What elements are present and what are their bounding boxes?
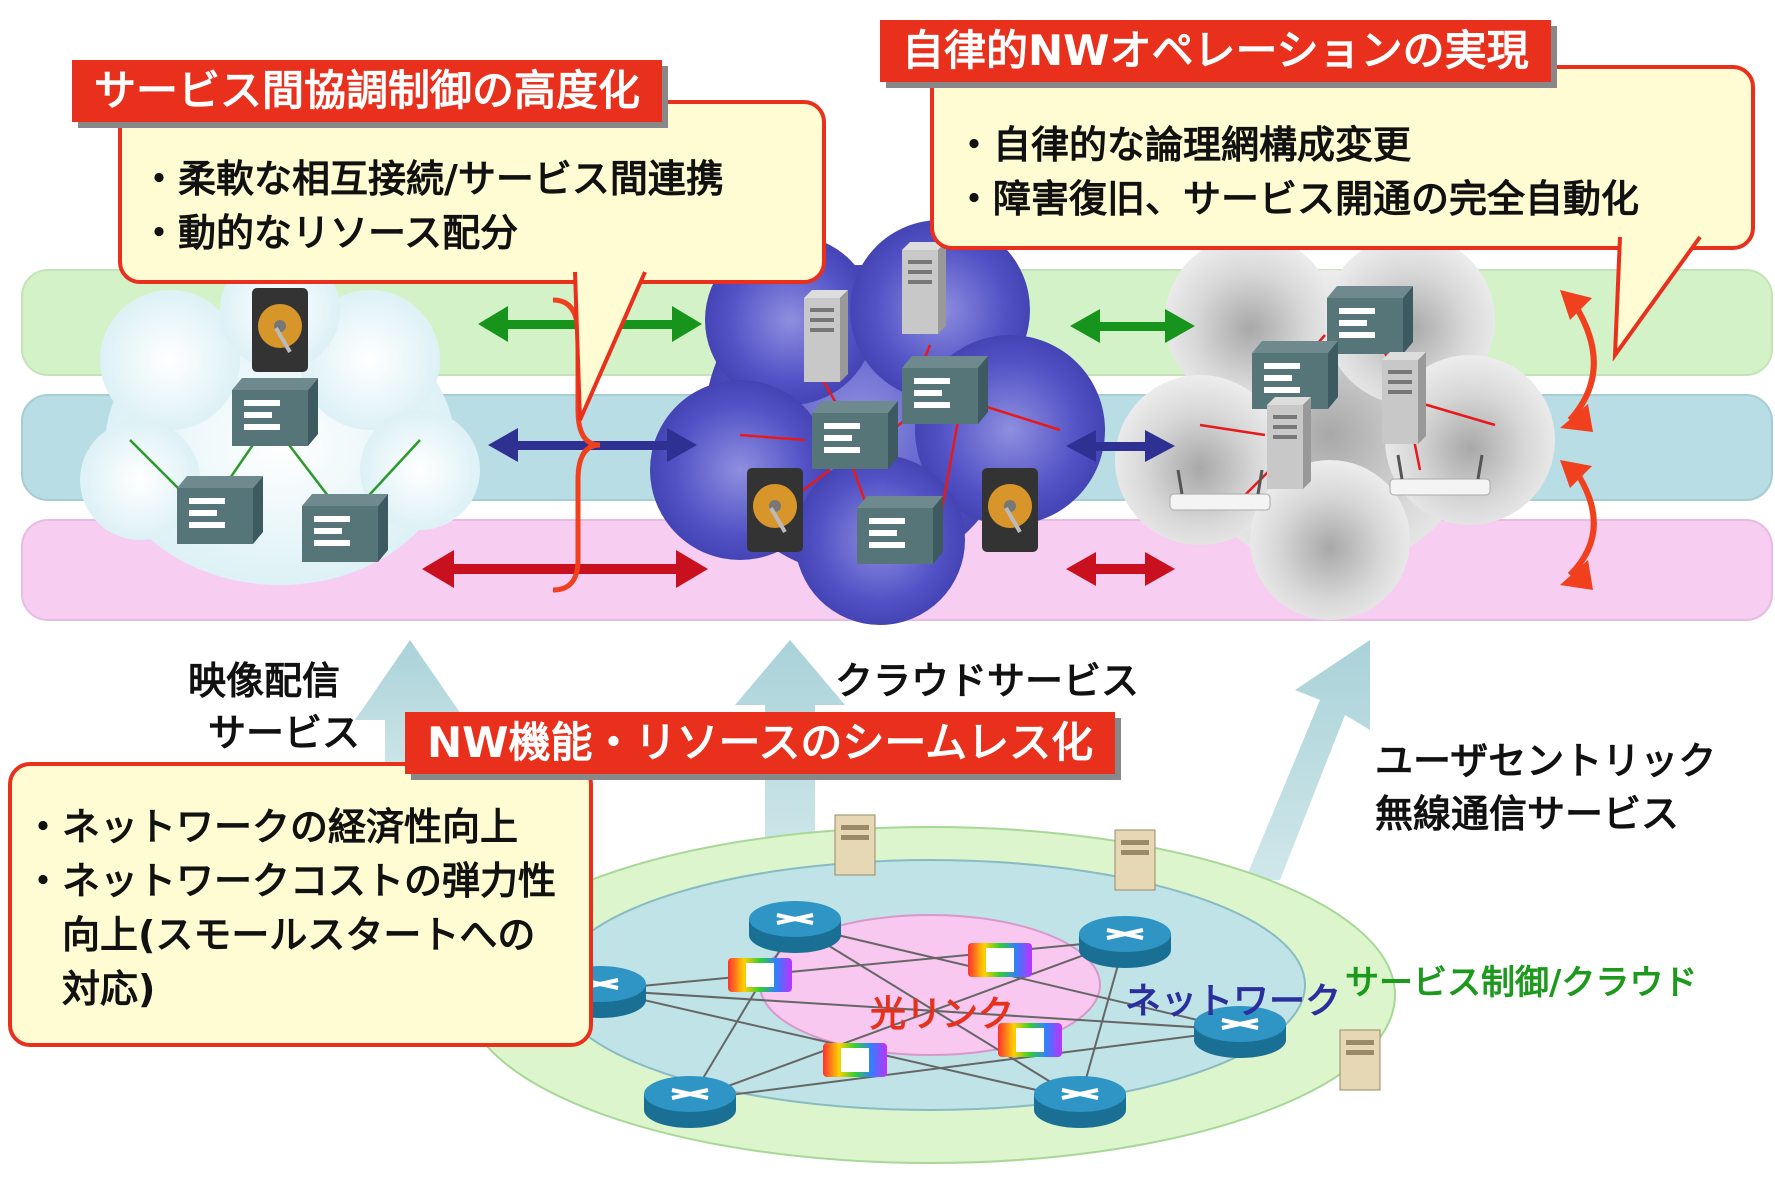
arrow-red-left — [422, 550, 708, 588]
bullets-seamless: ・ネットワークの経済性向上 ・ネットワークコストの弾力性 向上(スモールスタート… — [24, 800, 556, 1016]
curved-arrows — [1567, 303, 1597, 578]
callout-autonomous-tail — [1612, 235, 1702, 362]
callout-service-coop-tail — [573, 270, 647, 421]
bullet-seamless-4: 対応) — [24, 967, 156, 1011]
callout-seamless — [8, 762, 593, 1047]
bullets-service-coop: ・柔軟な相互接続/サービス間連携 ・動的なリソース配分 — [140, 152, 724, 260]
label-video-line1: 映像配信 — [188, 659, 341, 703]
label-optical-link: 光リンク — [870, 994, 1015, 1035]
routers — [554, 901, 1286, 1128]
label-network: ネットワーク — [1125, 981, 1342, 1022]
bullet-seamless-3: 向上(スモールスタートへの — [24, 913, 536, 957]
bullet-autonomous-1: ・自律的な論理網構成変更 — [955, 123, 1412, 167]
access-points — [1169, 454, 1491, 511]
switch-boxes — [177, 286, 1413, 564]
hard-disks — [252, 288, 1038, 552]
callout-service-coop — [118, 100, 826, 284]
arrow-red-right — [1066, 552, 1175, 586]
label-wireless-line2: 無線通信サービス — [1375, 792, 1680, 836]
optical-switches — [728, 943, 1062, 1077]
label-cloud-service: クラウドサービス — [835, 659, 1140, 703]
bullet-service-coop-1: ・柔軟な相互接続/サービス間連携 — [140, 157, 724, 201]
bullet-service-coop-2: ・動的なリソース配分 — [140, 211, 519, 255]
title-autonomous: 自律的NWオペレーションの実現 — [880, 20, 1551, 82]
label-wireless-line1: ユーザセントリック — [1375, 739, 1717, 783]
title-service-coop: サービス間協調制御の高度化 — [72, 60, 663, 122]
curved-arrow-heads — [1560, 290, 1593, 590]
bullet-seamless-1: ・ネットワークの経済性向上 — [24, 805, 519, 849]
arrow-green-right — [1070, 309, 1195, 343]
label-video-line2: サービス — [208, 711, 361, 755]
label-service-control: サービス制御/クラウド — [1345, 963, 1698, 1003]
arrow-blue-right — [1066, 430, 1175, 462]
up-arrow-video — [355, 640, 465, 780]
bullets-autonomous: ・自律的な論理網構成変更 ・障害復旧、サービス開通の完全自動化 — [955, 118, 1639, 226]
bullet-seamless-2: ・ネットワークコストの弾力性 — [24, 859, 557, 903]
title-seamless: NW機能・リソースのシームレス化 — [405, 712, 1116, 774]
tower-servers — [804, 242, 1426, 489]
bullet-autonomous-2: ・障害復旧、サービス開通の完全自動化 — [955, 177, 1640, 221]
up-arrow-wireless — [1245, 640, 1370, 880]
callout-autonomous — [930, 65, 1755, 250]
beige-servers — [834, 814, 1381, 1091]
